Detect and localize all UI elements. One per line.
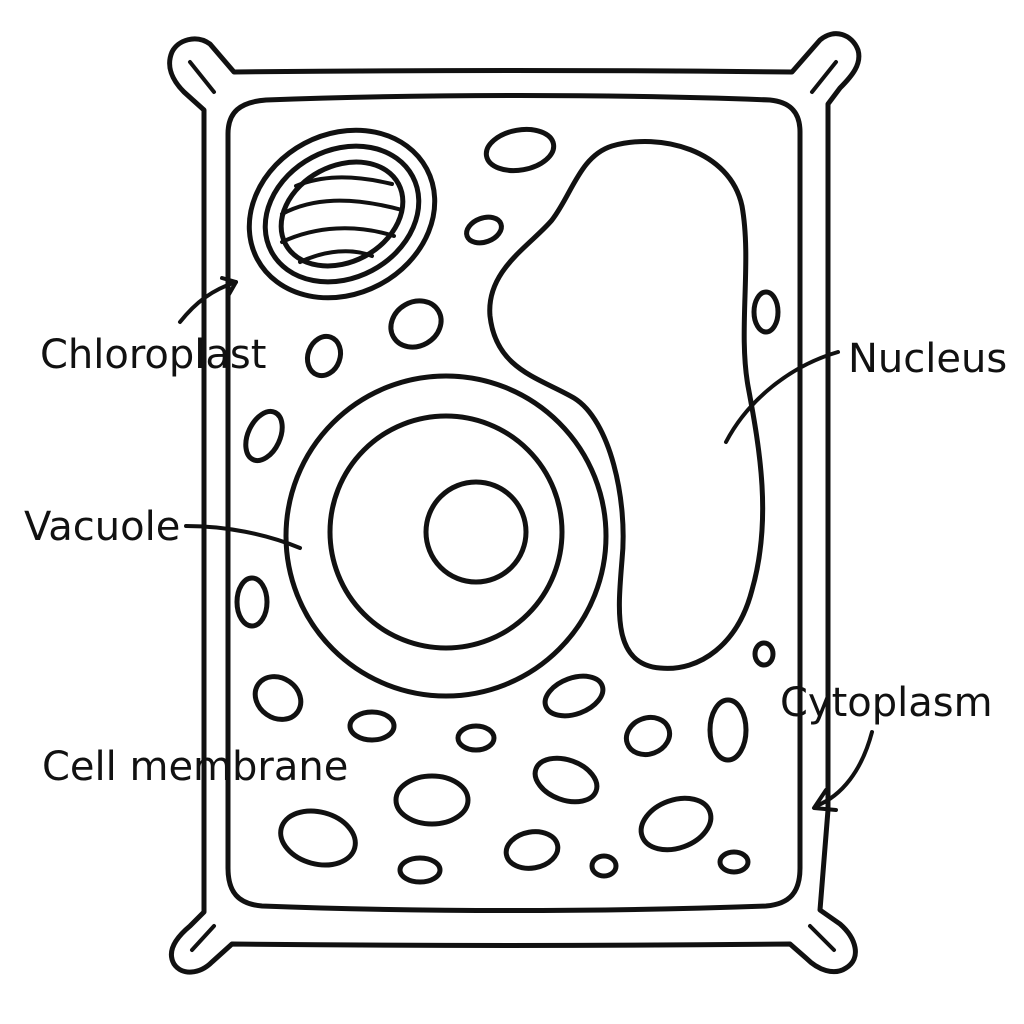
cell-membrane: [225, 93, 803, 913]
cell-wall-corner-line-tr: [810, 60, 838, 94]
nucleus: [487, 138, 766, 671]
cytoplasm-granules: [234, 126, 781, 885]
cell-wall-corner-line-bl: [190, 924, 216, 952]
label-cytoplasm: Cytoplasm: [780, 680, 993, 726]
label-nucleus: Nucleus: [848, 336, 1007, 382]
label-chloroplast: Chloroplast: [40, 332, 266, 378]
cell-wall-corner-line-tl: [188, 60, 216, 94]
cytoplasm-arrow-head: [812, 788, 838, 812]
vacuole-leader: [184, 524, 302, 550]
cell-wall: [167, 31, 862, 975]
label-cell-membrane: Cell membrane: [42, 744, 348, 790]
chloroplast-arrow-head: [220, 276, 238, 298]
label-vacuole: Vacuole: [24, 504, 180, 550]
vacuole: [283, 373, 609, 699]
chloroplast: [246, 127, 438, 301]
cell-wall-corner-line-br: [808, 924, 836, 952]
nucleus-leader: [724, 350, 840, 444]
cytoplasm-arrow: [814, 730, 874, 808]
chloroplast-arrow: [178, 280, 238, 324]
